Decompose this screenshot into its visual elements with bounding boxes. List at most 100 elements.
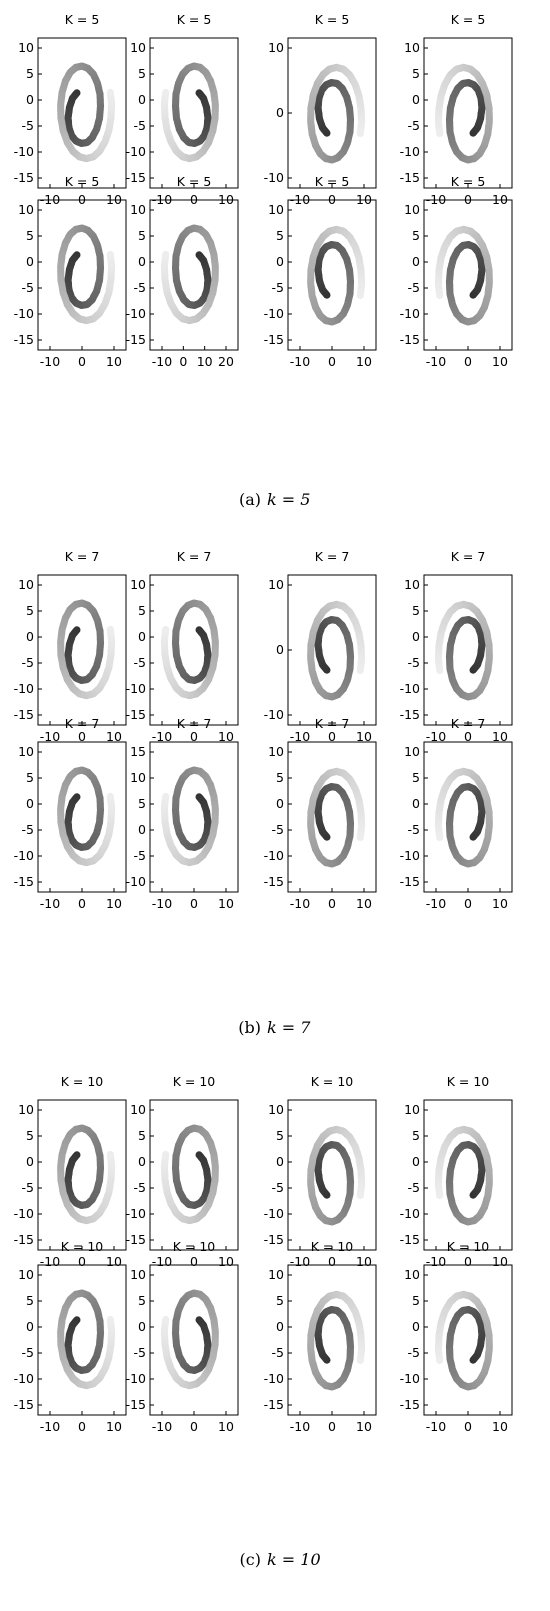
x-tick-label: -10 [426,354,446,369]
y-tick-label: -10 [126,1206,146,1221]
x-tick-label: -10 [426,896,446,911]
y-tick-label: 0 [138,92,146,107]
x-tick-label: 10 [218,729,234,744]
x-tick-label: 10 [106,1419,122,1434]
y-tick-label: 5 [138,796,146,811]
y-tick-label: 0 [412,796,420,811]
y-tick-label: 10 [404,202,420,217]
y-tick-label: -10 [400,848,420,863]
scatter-point [162,250,170,259]
y-tick-label: -15 [14,332,34,347]
y-tick-label: 10 [18,744,34,759]
y-tick-label: -10 [264,170,284,185]
panel-title: K = 10 [173,1239,216,1254]
y-tick-label: -10 [264,306,284,321]
y-tick-label: -5 [272,280,284,295]
scatter-point [436,291,444,300]
y-tick-label: -15 [14,1232,34,1247]
y-tick-label: 0 [26,92,34,107]
caption-math: k = 5 [267,490,310,509]
y-tick-label: -15 [126,170,146,185]
y-tick-label: -5 [272,1180,284,1195]
x-tick-label: -10 [290,1254,310,1269]
x-tick-label: 0 [328,729,336,744]
x-tick-label: -10 [40,354,60,369]
panel-title: K = 5 [177,174,212,189]
y-tick-label: -15 [400,874,420,889]
y-tick-label: 5 [276,1128,284,1143]
y-tick-label: -5 [134,1180,146,1195]
x-tick-label: 10 [106,896,122,911]
x-tick-label: 0 [464,354,472,369]
y-tick-label: -5 [408,1180,420,1195]
y-tick-label: 10 [18,40,34,55]
y-tick-label: -15 [400,170,420,185]
scatter-point [106,1315,114,1324]
y-tick-label: 10 [268,744,284,759]
x-tick-label: 0 [78,896,86,911]
y-tick-label: -15 [126,332,146,347]
x-tick-label: 0 [328,354,336,369]
x-tick-label: -10 [152,354,172,369]
panel-title: K = 7 [177,716,212,731]
panel-title: K = 10 [173,1074,216,1089]
y-tick-label: 5 [26,66,34,81]
y-tick-label: 0 [412,629,420,644]
y-tick-label: 5 [412,770,420,785]
y-tick-label: -5 [408,280,420,295]
y-tick-label: 10 [404,1102,420,1117]
y-tick-label: -10 [126,874,146,889]
y-tick-label: 10 [268,577,284,592]
panel-title: K = 10 [61,1074,104,1089]
y-tick-label: -10 [400,681,420,696]
panel-title: K = 10 [447,1074,490,1089]
x-tick-label: -10 [290,896,310,911]
x-tick-label: -10 [426,1254,446,1269]
y-tick-label: -5 [134,1345,146,1360]
y-tick-label: -15 [126,1232,146,1247]
y-tick-label: 10 [130,202,146,217]
y-tick-label: 5 [138,603,146,618]
x-tick-label: 10 [492,354,508,369]
scatter-point [162,792,170,801]
x-tick-label: 10 [106,729,122,744]
x-tick-label: 0 [179,354,187,369]
y-tick-label: 10 [18,1267,34,1282]
y-tick-label: 0 [138,822,146,837]
scatter-point [162,88,170,97]
x-tick-label: 10 [218,896,234,911]
panel-title: K = 5 [315,12,350,27]
y-tick-label: -10 [14,306,34,321]
y-tick-label: 0 [138,254,146,269]
scatter-point [436,833,444,842]
y-tick-label: 0 [26,629,34,644]
x-tick-label: 10 [356,354,372,369]
panel-title: K = 10 [311,1074,354,1089]
axes-box [149,199,239,351]
y-tick-label: 0 [26,1319,34,1334]
y-tick-label: -15 [14,1397,34,1412]
x-tick-label: -10 [40,1419,60,1434]
scatter-point [106,792,114,801]
y-tick-label: 0 [276,254,284,269]
y-tick-label: 0 [26,254,34,269]
y-tick-label: -15 [264,332,284,347]
y-tick-label: -5 [22,118,34,133]
y-tick-label: 5 [276,228,284,243]
y-tick-label: 10 [130,770,146,785]
y-tick-label: -10 [400,144,420,159]
y-tick-label: -5 [22,1180,34,1195]
scatter-point [356,129,364,138]
panel-title: K = 7 [451,716,486,731]
scatter-point [106,1150,114,1159]
y-tick-label: -15 [14,707,34,722]
x-tick-label: -10 [40,896,60,911]
